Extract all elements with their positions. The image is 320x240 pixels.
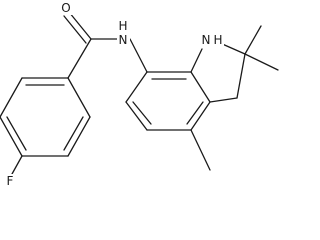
methyl-bond-2 [244, 53, 279, 71]
amide-nitrogen-label: N [119, 33, 128, 47]
carbonyl-double-bond-b [63, 15, 87, 44]
carbonyl-aryl-bond [67, 38, 92, 79]
atom-labels: O N H N H F [4, 0, 224, 188]
indoline-inner-bond-3 [132, 101, 152, 125]
aryl-bond-5 [67, 116, 91, 157]
c-f-bond [11, 155, 23, 175]
n-aryl-bond [129, 38, 148, 73]
ring-nh-c-bond [219, 42, 246, 55]
aryl-inner-bond-2 [6, 116, 27, 151]
fluorine-atom-label: F [7, 174, 14, 188]
ring-ch2-c-bond [209, 97, 238, 103]
aryl-methyl-bond [190, 129, 211, 171]
structure-canvas: O N H N H F [0, 0, 279, 188]
structural-formula: O N H N H F [0, 0, 279, 188]
indoline-bond-5 [125, 101, 148, 131]
amide-hydrogen-label: H [118, 19, 127, 33]
ring-cme2-ch2-bond [236, 53, 246, 99]
carbonyl-double-bond-a [68, 11, 92, 40]
ring-c-nh-bond [190, 48, 203, 73]
aryl-bond-2 [0, 77, 23, 118]
aryl-bond-3 [0, 116, 23, 157]
aryl-inner-bond-3 [63, 116, 84, 151]
aryl-bond-6 [67, 77, 91, 118]
indoline-bond-3 [190, 101, 211, 131]
indoline-bond-6 [125, 71, 148, 103]
indoline-bond-2 [190, 71, 211, 103]
bonds [0, 11, 279, 175]
ring-nitrogen-label: N [202, 33, 211, 47]
ring-hydrogen-label: H [213, 33, 222, 47]
methyl-bond-1 [244, 25, 262, 55]
indoline-inner-bond-2 [186, 101, 204, 125]
oxygen-atom-label: O [61, 1, 70, 15]
